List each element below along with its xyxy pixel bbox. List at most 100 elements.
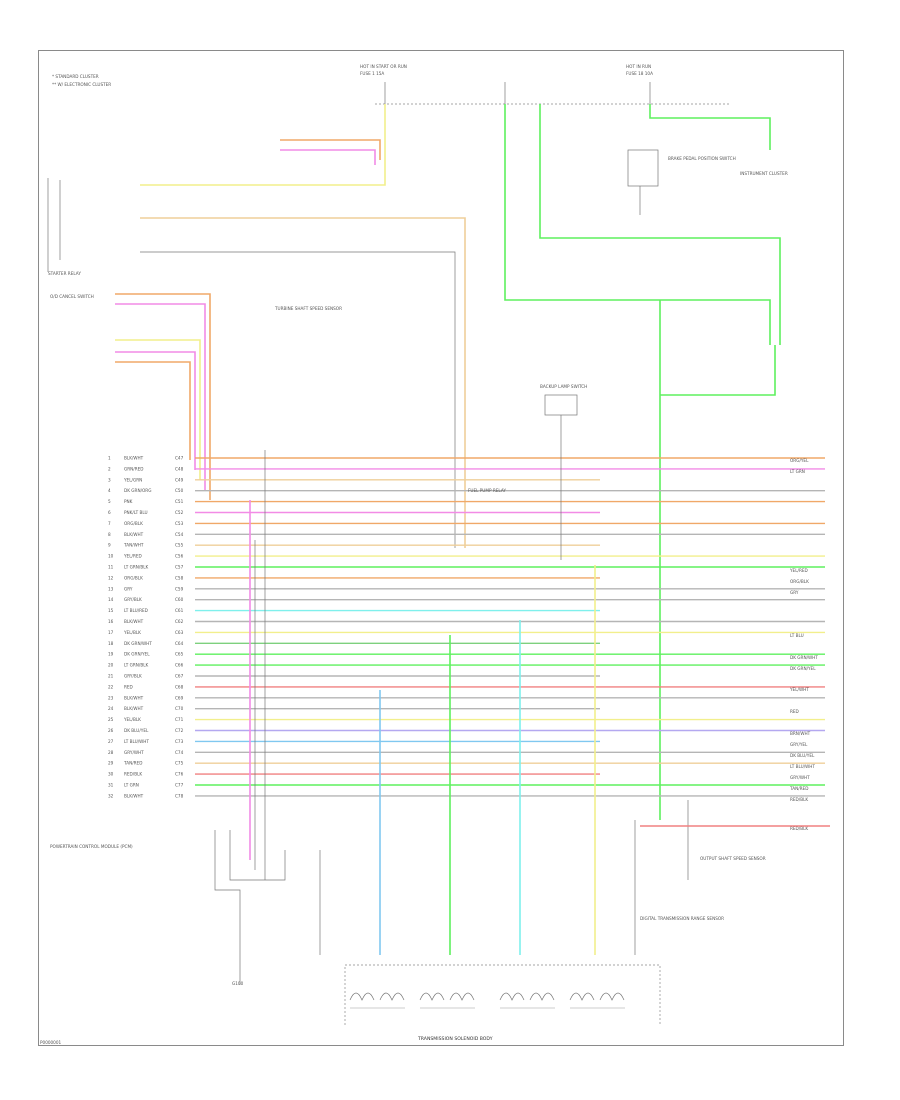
green-feed-wires bbox=[504, 104, 781, 820]
pcm-pin-circuit: C51 bbox=[175, 499, 184, 504]
turbine-sensor-label: TURBINE SHAFT SPEED SENSOR bbox=[274, 306, 342, 311]
fuel-pump-label: FUEL PUMP RELAY bbox=[468, 488, 506, 493]
solenoid-body-label: TRANSMISSION SOLENOID BODY bbox=[417, 1036, 493, 1042]
pcm-pin-wire: BLK/WHT bbox=[124, 456, 144, 461]
right-terminal-label: LT GRN bbox=[790, 469, 805, 474]
right-terminal-label: GRY/WHT bbox=[790, 775, 810, 780]
pcm-pin-circuit: C50 bbox=[175, 488, 184, 493]
pcm-pin-number: 3 bbox=[108, 477, 111, 482]
solenoid bbox=[349, 992, 405, 1009]
pcm-pin-wire: LT BLU/RED bbox=[124, 608, 148, 613]
solenoid bbox=[419, 992, 475, 1009]
pcm-pin-number: 1 bbox=[108, 456, 111, 461]
pcm-pin-wire: PNK bbox=[124, 499, 133, 504]
pcm-pin-circuit: C76 bbox=[175, 772, 184, 777]
pcm-pin-wire: DK GRN/ORG bbox=[124, 488, 151, 493]
pcm-pin-number: 20 bbox=[108, 663, 114, 668]
pcm-pin-wire: GRY/BLK bbox=[124, 597, 142, 602]
pcm-pin-circuit: C69 bbox=[175, 695, 184, 700]
pcm-pin-circuit: C72 bbox=[175, 728, 184, 733]
pcm-pin-number: 11 bbox=[108, 565, 114, 570]
pcm-pin-wire: BLK/WHT bbox=[124, 619, 144, 624]
pcm-pin-circuit: C78 bbox=[175, 793, 184, 798]
pcm-pin-wire: GRY/BLK bbox=[124, 674, 142, 679]
pcm-pin-circuit: C63 bbox=[175, 630, 184, 635]
pcm-pin-wire: LT GRN/BLK bbox=[124, 565, 149, 570]
pcm-pin-number: 21 bbox=[108, 674, 114, 679]
pcm-pin-wire: TAN/RED bbox=[123, 761, 142, 766]
pcm-pin-wire: PNK/LT BLU bbox=[124, 510, 148, 515]
ignition-switch: STARTER RELAY bbox=[47, 104, 466, 548]
pcm-pin-number: 25 bbox=[108, 717, 114, 722]
right-terminal-label: ORG/YEL bbox=[790, 458, 809, 463]
pcm-pin-number: 14 bbox=[108, 597, 114, 602]
fuse-label-a: HOT IN START OR RUN bbox=[360, 64, 407, 69]
right-terminal-label: LT BLU bbox=[790, 633, 804, 638]
pcm-pin-wire: GRN/RED bbox=[124, 466, 143, 471]
right-terminal-label: RED/BLK bbox=[790, 797, 808, 802]
brake-switch-label: BRAKE PEDAL POSITION SWITCH bbox=[668, 156, 736, 161]
od-switch-block: O/D CANCEL SWITCH TURBINE SHAFT SPEED SE… bbox=[50, 293, 342, 500]
pcm-pin-circuit: C54 bbox=[175, 532, 184, 537]
pcm-pin-circuit: C49 bbox=[175, 477, 184, 482]
cluster-label: INSTRUMENT CLUSTER bbox=[740, 171, 788, 176]
fuse-label-b: HOT IN RUN bbox=[626, 64, 651, 69]
right-terminal-label: DK GRN/YEL bbox=[790, 666, 816, 671]
pcm-pin-circuit: C68 bbox=[175, 684, 184, 689]
pcm-pin-wire: YEL/RED bbox=[123, 554, 142, 559]
pcm-pin-number: 4 bbox=[108, 488, 111, 493]
tr-sensor-label: DIGITAL TRANSMISSION RANGE SENSOR bbox=[640, 916, 724, 921]
transmission-feeds bbox=[249, 450, 636, 955]
pcm-pin-wire: RED/BLK bbox=[124, 772, 142, 777]
right-terminal-label: RED bbox=[790, 709, 799, 714]
pcm-pin-number: 17 bbox=[108, 630, 114, 635]
pcm-pin-wire: TAN/WHT bbox=[123, 543, 144, 548]
pcm-pin-wire: YEL/GRN bbox=[123, 477, 142, 482]
solenoid-body: TRANSMISSION SOLENOID BODY DIGITAL TRANS… bbox=[344, 916, 724, 1042]
right-terminal-label: YEL/WHT bbox=[789, 687, 809, 692]
pcm-pin-wire: LT GRN bbox=[124, 783, 139, 788]
figure-id: P0000001 bbox=[40, 1040, 62, 1045]
pcm-pin-wire: DK GRN/YEL bbox=[124, 652, 150, 657]
output-speed-sensor: OUTPUT SHAFT SPEED SENSOR bbox=[640, 800, 830, 880]
pcm-pin-wire: GRY/WHT bbox=[124, 750, 144, 755]
right-terminal-label: BRN/WHT bbox=[790, 731, 811, 736]
speed-sensor-label: OUTPUT SHAFT SPEED SENSOR bbox=[700, 856, 766, 861]
pcm-pin-wire: BLK/WHT bbox=[124, 695, 144, 700]
right-terminal-label: LT BLU/WHT bbox=[790, 764, 815, 769]
pcm-pin-wire: BLK/WHT bbox=[124, 793, 144, 798]
right-terminal-label: DK BLU/YEL bbox=[790, 753, 815, 758]
pcm-pin-circuit: C73 bbox=[175, 739, 184, 744]
right-terminal-label: GRY bbox=[790, 590, 799, 595]
pcm-label: POWERTRAIN CONTROL MODULE (PCM) bbox=[50, 844, 133, 849]
pcm-pin-number: 22 bbox=[108, 684, 114, 689]
solenoid bbox=[499, 992, 555, 1009]
pcm-pin-number: 18 bbox=[108, 641, 114, 646]
pcm-pin-number: 15 bbox=[108, 608, 114, 613]
pcm-pin-wire: LT BLU/WHT bbox=[124, 739, 149, 744]
pcm-pin-number: 13 bbox=[108, 586, 114, 591]
backup-lamp-switch: BACKUP LAMP SWITCH FUEL PUMP RELAY bbox=[468, 384, 587, 560]
pcm-pin-circuit: C52 bbox=[175, 510, 184, 515]
pcm-pin-number: 26 bbox=[108, 728, 114, 733]
pcm-pin-wire: YEL/BLK bbox=[123, 630, 141, 635]
pcm-pin-number: 29 bbox=[108, 761, 114, 766]
pcm-pin-circuit: C71 bbox=[175, 717, 184, 722]
backup-lamp-label: BACKUP LAMP SWITCH bbox=[540, 384, 587, 389]
right-terminal-label: ORG/BLK bbox=[790, 579, 809, 584]
pcm-pin-number: 2 bbox=[108, 466, 111, 471]
notes-block: * STANDARD CLUSTER ** W/ ELECTRONIC CLUS… bbox=[52, 74, 111, 87]
pcm-pin-circuit: C75 bbox=[175, 761, 184, 766]
fuse-label-b2: FUSE 18 10A bbox=[626, 71, 653, 76]
pcm-pin-circuit: C55 bbox=[175, 543, 184, 548]
pcm-pin-number: 32 bbox=[108, 793, 114, 798]
right-terminal-label: RED/BLK bbox=[790, 826, 808, 831]
pcm-pin-circuit: C56 bbox=[175, 554, 184, 559]
pcm-pin-number: 6 bbox=[108, 510, 111, 515]
starter-relay-label: STARTER RELAY bbox=[48, 271, 81, 276]
pcm-pin-wire: BLK/WHT bbox=[124, 706, 144, 711]
power-bus: HOT IN START OR RUN FUSE 1 15A HOT IN RU… bbox=[360, 64, 730, 105]
